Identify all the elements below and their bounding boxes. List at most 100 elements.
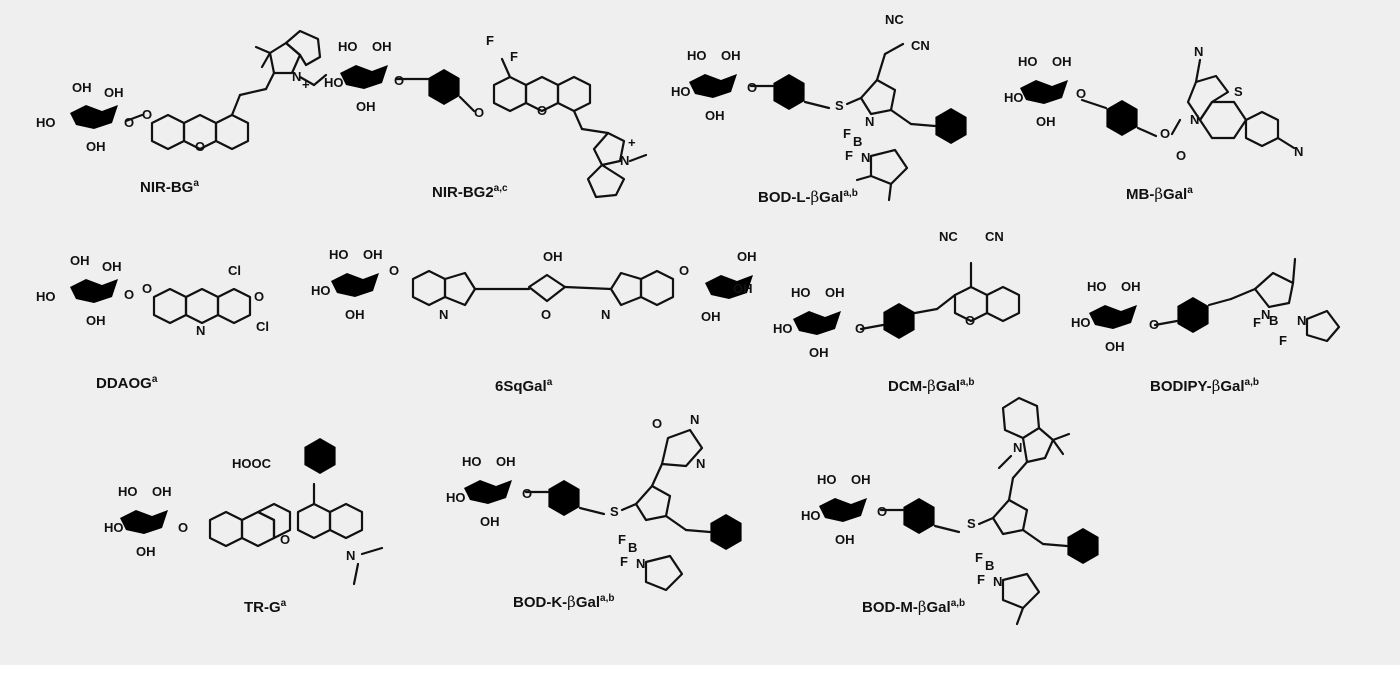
- svg-text:HO: HO: [324, 75, 344, 90]
- svg-text:HO: HO: [671, 84, 691, 99]
- svg-text:OH: OH: [86, 139, 106, 154]
- structure-bod-l: HO OH HO OH O S N NC CN F B F N: [665, 10, 985, 202]
- svg-text:OH: OH: [102, 259, 122, 274]
- structure-mb: HO OH HO OH O O O N S N N: [1000, 20, 1330, 190]
- svg-text:O: O: [652, 416, 662, 431]
- svg-text:O: O: [124, 115, 134, 130]
- svg-text:O: O: [965, 313, 975, 328]
- svg-text:HO: HO: [1004, 90, 1024, 105]
- svg-text:HO: HO: [118, 484, 138, 499]
- svg-text:N: N: [861, 150, 870, 165]
- svg-text:F: F: [977, 572, 985, 587]
- label-6sqgal: 6SqGala: [495, 377, 553, 395]
- svg-text:OH: OH: [104, 85, 124, 100]
- svg-text:NC: NC: [939, 229, 958, 244]
- svg-text:OH: OH: [809, 345, 829, 360]
- svg-text:HO: HO: [773, 321, 793, 336]
- svg-text:O: O: [254, 289, 264, 304]
- svg-text:OH: OH: [363, 247, 383, 262]
- svg-text:F: F: [486, 33, 494, 48]
- svg-text:N: N: [196, 323, 205, 338]
- structure-bod-m: HO OH HO OH O S N F B F N: [795, 378, 1115, 628]
- structure-dcm: HO OH HO OH O O NC CN: [765, 225, 1065, 375]
- svg-text:OH: OH: [721, 48, 741, 63]
- svg-text:N: N: [346, 548, 355, 563]
- svg-text:OH: OH: [345, 307, 365, 322]
- svg-text:O: O: [679, 263, 689, 278]
- svg-text:O: O: [1160, 126, 1170, 141]
- svg-text:OH: OH: [733, 281, 753, 296]
- svg-text:N: N: [1261, 307, 1270, 322]
- svg-text:F: F: [1253, 315, 1261, 330]
- svg-text:B: B: [1269, 313, 1278, 328]
- svg-text:OH: OH: [1105, 339, 1125, 354]
- svg-text:N: N: [865, 114, 874, 129]
- svg-text:OH: OH: [1036, 114, 1056, 129]
- svg-text:F: F: [510, 49, 518, 64]
- svg-text:Cl: Cl: [228, 263, 241, 278]
- svg-text:O: O: [142, 281, 152, 296]
- label-mb: MB-βGala: [1126, 185, 1193, 203]
- label-tr-g: TR-Ga: [244, 598, 287, 616]
- svg-text:CN: CN: [985, 229, 1004, 244]
- svg-text:S: S: [610, 504, 619, 519]
- svg-text:N: N: [292, 69, 301, 84]
- structure-bod-k: HO OH HO OH O S O N N F B F N: [440, 408, 760, 603]
- svg-text:+: +: [628, 135, 636, 150]
- svg-text:+: +: [302, 77, 310, 92]
- svg-text:CN: CN: [911, 38, 930, 53]
- svg-text:N: N: [636, 556, 645, 571]
- svg-text:F: F: [1279, 333, 1287, 348]
- svg-text:N: N: [1190, 112, 1199, 127]
- svg-text:O: O: [522, 486, 532, 501]
- structure-nir-bg: OH OH HO OH O O O N +: [30, 15, 330, 185]
- svg-text:OH: OH: [825, 285, 845, 300]
- svg-text:OH: OH: [70, 253, 90, 268]
- label-bod-m: BOD-M-βGala,b: [862, 598, 966, 616]
- label-nir-bg2: NIR-BG2a,c: [432, 183, 508, 201]
- svg-text:N: N: [1194, 44, 1203, 59]
- svg-text:HO: HO: [311, 283, 331, 298]
- svg-text:N: N: [601, 307, 610, 322]
- svg-text:NC: NC: [885, 12, 904, 27]
- svg-text:N: N: [690, 412, 699, 427]
- svg-text:N: N: [1013, 440, 1022, 455]
- svg-text:HO: HO: [462, 454, 482, 469]
- svg-text:OH: OH: [737, 249, 757, 264]
- svg-text:O: O: [280, 532, 290, 547]
- svg-text:HO: HO: [338, 39, 358, 54]
- structure-6sqgal: HO OH HO OH O N OH O N O OH OH OH: [305, 235, 765, 365]
- svg-text:F: F: [618, 532, 626, 547]
- svg-text:HO: HO: [104, 520, 124, 535]
- label-bodipy: BODIPY-βGala,b: [1150, 377, 1259, 395]
- svg-text:S: S: [835, 98, 844, 113]
- svg-text:O: O: [389, 263, 399, 278]
- svg-text:OH: OH: [705, 108, 725, 123]
- structure-nir-bg2: HO OH HO OH O O O F F N +: [320, 15, 650, 205]
- svg-text:OH: OH: [480, 514, 500, 529]
- label-bod-k: BOD-K-βGala,b: [513, 593, 615, 611]
- svg-text:OH: OH: [86, 313, 106, 328]
- svg-text:N: N: [620, 153, 629, 168]
- svg-text:HO: HO: [446, 490, 466, 505]
- svg-text:HO: HO: [791, 285, 811, 300]
- svg-text:Cl: Cl: [256, 319, 269, 334]
- structure-bodipy: HO OH HO OH O N B F F N: [1065, 245, 1365, 365]
- svg-text:O: O: [474, 105, 484, 120]
- svg-text:OH: OH: [851, 472, 871, 487]
- svg-text:HO: HO: [1087, 279, 1107, 294]
- svg-text:OH: OH: [72, 80, 92, 95]
- svg-text:HOOC: HOOC: [232, 456, 272, 471]
- svg-text:HO: HO: [36, 115, 56, 130]
- svg-text:OH: OH: [136, 544, 156, 559]
- svg-text:F: F: [843, 126, 851, 141]
- svg-text:OH: OH: [372, 39, 392, 54]
- svg-text:O: O: [142, 107, 152, 122]
- svg-text:HO: HO: [687, 48, 707, 63]
- svg-text:F: F: [975, 550, 983, 565]
- svg-text:O: O: [195, 139, 205, 154]
- svg-text:S: S: [967, 516, 976, 531]
- svg-text:F: F: [620, 554, 628, 569]
- svg-text:HO: HO: [1018, 54, 1038, 69]
